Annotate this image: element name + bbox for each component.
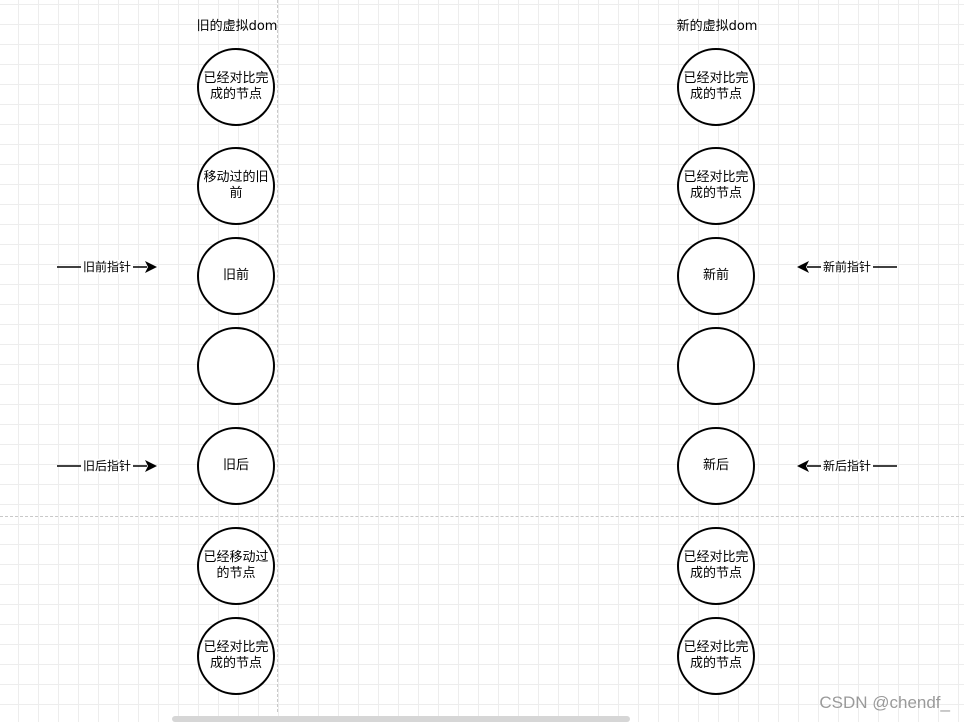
old-node-compared-2[interactable]: 已经对比完成的节点 [197, 617, 275, 695]
old-back-pointer-label: 旧后指针 [80, 459, 133, 473]
new-node-compared-4[interactable]: 已经对比完成的节点 [677, 617, 755, 695]
old-node-moved[interactable]: 已经移动过的节点 [197, 527, 275, 605]
new-node-empty[interactable] [677, 327, 755, 405]
old-front-pointer[interactable]: 旧前指针 [57, 257, 157, 277]
old-front-pointer-label: 旧前指针 [80, 260, 133, 274]
new-vdom-title: 新的虚拟dom [676, 19, 758, 34]
old-node-compared-1[interactable]: 已经对比完成的节点 [197, 48, 275, 126]
watermark: CSDN @chendf_ [819, 693, 950, 712]
new-node-compared-3[interactable]: 已经对比完成的节点 [677, 527, 755, 605]
horizontal-guide-line [0, 516, 964, 517]
old-node-empty[interactable] [197, 327, 275, 405]
new-front-pointer[interactable]: 新前指针 [797, 257, 897, 277]
old-node-old-front[interactable]: 旧前 [197, 237, 275, 315]
new-back-pointer-label: 新后指针 [820, 459, 873, 473]
old-back-pointer[interactable]: 旧后指针 [57, 456, 157, 476]
new-node-compared-1[interactable]: 已经对比完成的节点 [677, 48, 755, 126]
horizontal-scrollbar[interactable] [172, 716, 630, 722]
old-node-old-back[interactable]: 旧后 [197, 427, 275, 505]
vertical-guide-line [277, 0, 278, 712]
old-node-moved-old-front[interactable]: 移动过的旧前 [197, 147, 275, 225]
new-front-pointer-label: 新前指针 [820, 260, 873, 274]
new-back-pointer[interactable]: 新后指针 [797, 456, 897, 476]
new-node-compared-2[interactable]: 已经对比完成的节点 [677, 147, 755, 225]
old-vdom-title: 旧的虚拟dom [196, 19, 278, 34]
new-node-new-back[interactable]: 新后 [677, 427, 755, 505]
new-node-new-front[interactable]: 新前 [677, 237, 755, 315]
